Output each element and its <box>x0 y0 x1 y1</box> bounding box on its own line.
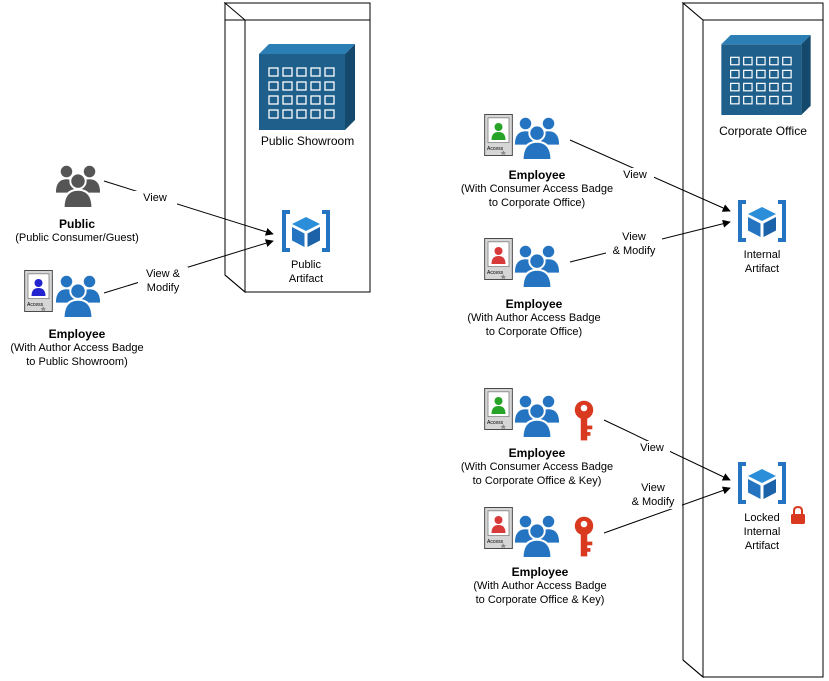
svg-text:Access: Access <box>487 270 504 276</box>
edge-label: View <box>133 191 177 205</box>
edge-label: View& Modify <box>624 481 682 509</box>
public-guest-label: Public (Public Consumer/Guest) <box>15 217 139 244</box>
svg-text:Access: Access <box>487 539 504 545</box>
employee-consumer-key-label: Employee (With Consumer Access Badge to … <box>460 446 614 487</box>
employee-people-icon <box>513 394 561 438</box>
showroom-building-icon <box>259 44 355 130</box>
corporate-label: Corporate Office <box>719 124 807 138</box>
edge-label: View <box>616 168 654 182</box>
employee-author-key-label: Employee (With Author Access Badge to Co… <box>473 565 607 606</box>
employee-author-corp-label: Employee (With Author Access Badge to Co… <box>467 297 601 338</box>
view-edge <box>103 180 274 236</box>
access-badge-icon: Access <box>484 507 513 549</box>
employee-consumer-corp-label: Employee (With Consumer Access Badge to … <box>460 168 614 209</box>
edge-label: View& Modify <box>606 230 662 258</box>
access-badge-icon: Access <box>24 270 53 312</box>
employee-people-icon <box>513 244 561 288</box>
employee-people-icon <box>54 274 102 318</box>
svg-text:Access: Access <box>487 146 504 152</box>
corporate-building-icon <box>721 35 811 115</box>
svg-text:Access: Access <box>27 302 44 308</box>
employee-people-icon <box>513 116 561 160</box>
employee-people-icon <box>513 514 561 558</box>
view-modify-edge <box>103 239 274 294</box>
key-icon <box>574 516 594 557</box>
employee-showroom-label: Employee (With Author Access Badge to Pu… <box>10 327 144 368</box>
svg-text:Access: Access <box>487 420 504 426</box>
view-modify-edge <box>603 486 731 534</box>
access-badge-icon: Access <box>484 388 513 430</box>
corporate-building-box <box>681 1 824 679</box>
edge-label: View <box>634 441 670 455</box>
access-badge-icon: Access <box>484 238 513 280</box>
access-badge-icon: Access <box>484 114 513 156</box>
public-people-icon <box>54 164 102 208</box>
showroom-label: Public Showroom <box>260 134 355 148</box>
edge-label: View &Modify <box>138 267 188 295</box>
key-icon <box>574 400 594 441</box>
